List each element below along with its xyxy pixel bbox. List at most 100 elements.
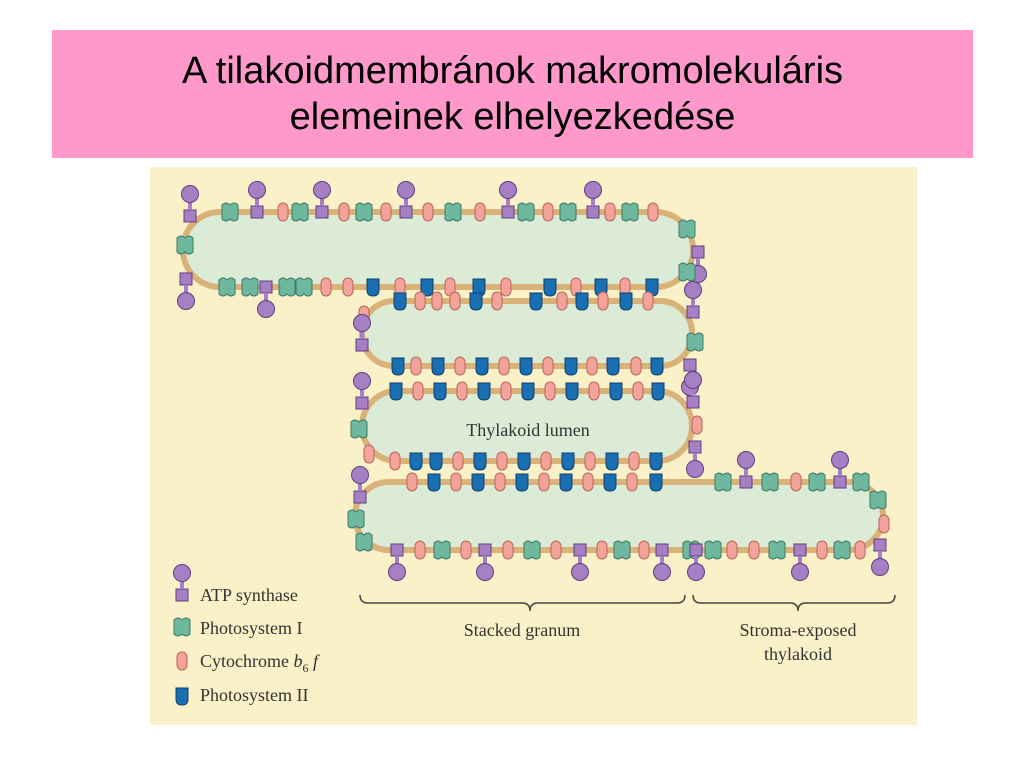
cytochrome-b6f-icon xyxy=(496,451,508,471)
cytochrome-b6f-icon xyxy=(422,202,434,222)
photosystem-1-icon xyxy=(621,202,639,222)
photosystem-1-icon xyxy=(678,219,696,239)
cytochrome-b6f-icon xyxy=(726,540,738,560)
photosystem-2-icon xyxy=(175,687,189,706)
cytochrome-b6f-icon xyxy=(816,540,828,560)
cytochrome-b6f-icon xyxy=(320,277,332,297)
photosystem-2-icon xyxy=(477,382,491,401)
stacked-granum-label: Stacked granum xyxy=(464,620,580,640)
photosystem-2-icon xyxy=(393,292,407,311)
cytochrome-b6f-icon xyxy=(498,356,510,376)
thylakoid-2 xyxy=(359,298,695,369)
photosystem-1-icon xyxy=(686,332,704,352)
atp-synthase-icon xyxy=(353,372,371,410)
cytochrome-b6f-icon xyxy=(588,381,600,401)
photosystem-2-icon xyxy=(391,357,405,376)
photosystem-2-icon xyxy=(559,473,573,492)
cytochrome-b6f-icon xyxy=(878,514,890,534)
atp-synthase-icon xyxy=(388,543,406,581)
atp-synthase-icon xyxy=(687,543,705,581)
photosystem-2-icon xyxy=(521,382,535,401)
cytochrome-b6f-icon xyxy=(556,291,568,311)
cytochrome-b6f-icon xyxy=(414,291,426,311)
cytochrome-b6f-icon xyxy=(338,202,350,222)
photosystem-1-icon xyxy=(852,472,870,492)
cytochrome-b6f-icon xyxy=(628,451,640,471)
photosystem-2-icon xyxy=(650,357,664,376)
photosystem-1-icon xyxy=(218,277,236,297)
photosystem-1-icon xyxy=(347,509,365,529)
photosystem-2-icon xyxy=(515,473,529,492)
photosystem-2-icon xyxy=(605,452,619,471)
cytochrome-b6f-icon xyxy=(460,540,472,560)
cytochrome-b6f-icon xyxy=(277,202,289,222)
cytochrome-b6f-icon xyxy=(176,651,188,671)
photosystem-1-icon xyxy=(278,277,296,297)
photosystem-1-icon xyxy=(241,277,259,297)
atp-synthase-icon xyxy=(584,181,602,219)
atp-synthase-icon xyxy=(181,185,199,223)
photosystem-2-icon xyxy=(366,278,380,297)
photosystem-1-icon xyxy=(523,540,541,560)
atp-synthase-icon xyxy=(653,543,671,581)
photosystem-1-icon xyxy=(444,202,462,222)
cytochrome-b6f-icon xyxy=(542,202,554,222)
atp-synthase-icon xyxy=(871,538,889,576)
cytochrome-b6f-icon xyxy=(342,277,354,297)
photosystem-2-icon xyxy=(469,292,483,311)
cytochrome-b6f-icon xyxy=(431,291,443,311)
atp-synthase-icon xyxy=(684,281,702,319)
photosystem-2-icon xyxy=(517,452,531,471)
photosystem-1-icon xyxy=(355,532,373,552)
cytochrome-b6f-icon xyxy=(550,540,562,560)
brace-stacked-granum xyxy=(359,594,686,612)
photosystem-1-icon xyxy=(869,490,887,510)
cytochrome-b6f-icon xyxy=(854,540,866,560)
atp-synthase-icon xyxy=(499,181,517,219)
atp-synthase-icon xyxy=(476,543,494,581)
photosystem-1-icon xyxy=(355,202,373,222)
cytochrome-b6f-icon xyxy=(604,202,616,222)
atp-synthase-icon xyxy=(351,466,369,504)
cytochrome-b6f-icon xyxy=(456,381,468,401)
photosystem-1-icon xyxy=(433,540,451,560)
title-band: A tilakoidmembránok makromolekuláris ele… xyxy=(52,30,973,158)
atp-synthase-icon xyxy=(248,181,266,219)
cytochrome-b6f-icon xyxy=(790,472,802,492)
photosystem-2-icon xyxy=(431,357,445,376)
cytochrome-b6f-icon xyxy=(412,381,424,401)
photosystem-1-icon xyxy=(613,540,631,560)
cytochrome-b6f-icon xyxy=(584,451,596,471)
cytochrome-b6f-icon xyxy=(474,202,486,222)
photosystem-1-icon xyxy=(714,472,732,492)
photosystem-2-icon xyxy=(564,357,578,376)
legend-atp-synthase-label: ATP synthase xyxy=(200,585,298,605)
photosystem-2-icon xyxy=(561,452,575,471)
legend-cytochrome-label: Cytochrome b6 f xyxy=(200,651,321,675)
atp-synthase-icon xyxy=(397,181,415,219)
photosystem-2-icon xyxy=(389,382,403,401)
photosystem-2-icon xyxy=(519,357,533,376)
cytochrome-b6f-icon xyxy=(540,451,552,471)
cytochrome-b6f-icon xyxy=(642,291,654,311)
atp-synthase-icon xyxy=(831,451,849,489)
photosystem-1-icon xyxy=(768,540,786,560)
photosystem-2-icon xyxy=(409,452,423,471)
photosystem-1-icon xyxy=(517,202,535,222)
photosystem-1-icon xyxy=(221,202,239,222)
thylakoid-1 xyxy=(180,209,696,290)
photosystem-1-icon xyxy=(173,617,191,637)
cyt-sub: 6 xyxy=(302,661,308,675)
cytochrome-b6f-icon xyxy=(389,451,401,471)
cytochrome-b6f-icon xyxy=(410,356,422,376)
atp-synthase-icon xyxy=(173,564,191,602)
cytochrome-b6f-icon xyxy=(538,472,550,492)
cytochrome-b6f-icon xyxy=(632,381,644,401)
cytochrome-b6f-icon xyxy=(626,472,638,492)
cyt-b: b xyxy=(293,651,302,671)
photosystem-1-icon xyxy=(559,202,577,222)
atp-synthase-icon xyxy=(257,280,275,318)
photosystem-1-icon xyxy=(350,419,368,439)
photosystem-2-icon xyxy=(475,357,489,376)
photosystem-2-icon xyxy=(473,452,487,471)
